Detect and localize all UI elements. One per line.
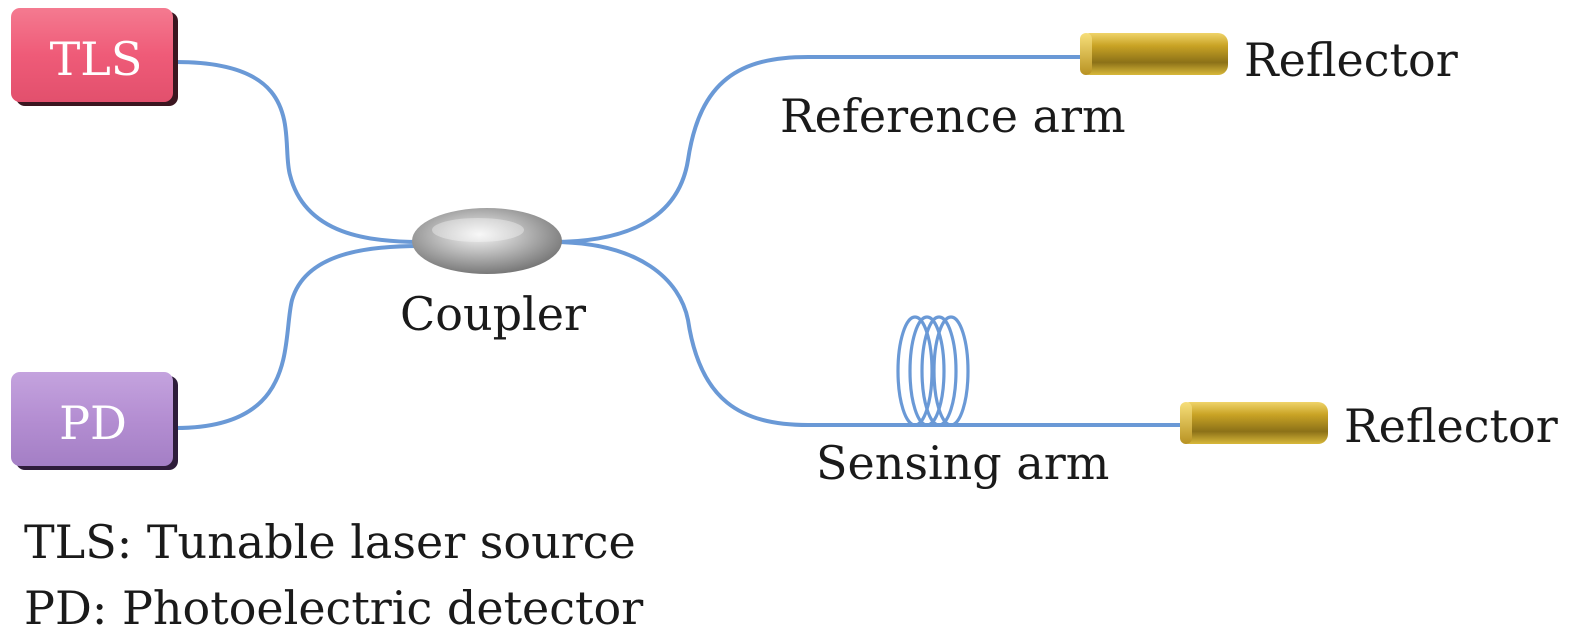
legend-pd: PD: Photoelectric detector (24, 581, 643, 635)
fiber-coupler-to-sensing-arm (550, 240, 1184, 427)
coupler-label: Coupler (400, 287, 586, 341)
reflector-top-icon (1080, 33, 1228, 75)
legend-tls: TLS: Tunable laser source (24, 515, 636, 569)
tls-label: TLS (50, 32, 143, 86)
coupler-icon (412, 208, 562, 274)
pd-label: PD (59, 396, 127, 450)
reflector-bottom-icon (1180, 402, 1328, 444)
reflector-top-label: Reflector (1244, 33, 1458, 87)
fiber-coupler-to-reference-arm (550, 55, 1084, 244)
fiber-pd-to-coupler (174, 244, 422, 430)
reflector-bottom-label: Reflector (1344, 399, 1558, 453)
sensing-arm-label: Sensing arm (816, 436, 1109, 490)
fiber-tls-to-coupler (174, 60, 422, 244)
pd-box: PD (11, 372, 178, 470)
tls-box: TLS (11, 8, 178, 106)
reference-arm-label: Reference arm (780, 89, 1126, 143)
fiber-coil-icon (896, 315, 970, 427)
